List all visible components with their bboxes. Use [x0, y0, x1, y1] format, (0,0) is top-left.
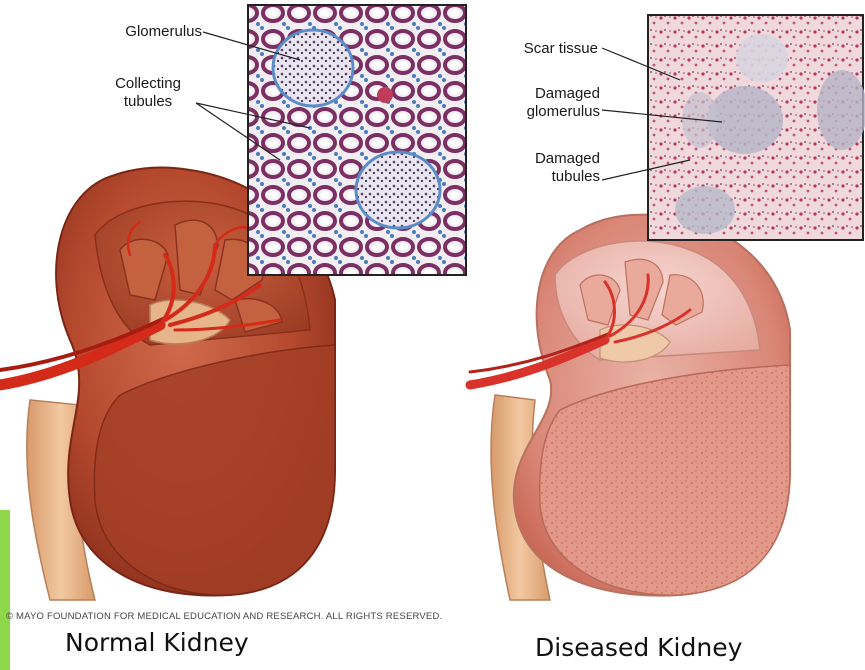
diseased-kidney [470, 215, 790, 600]
damaged-tubules-label-line2: tubules [470, 168, 600, 185]
normal-histology-inset [248, 5, 466, 275]
collecting-tubules-label-line1: Collecting [98, 75, 198, 92]
scar-tissue-label: Scar tissue [470, 40, 598, 57]
copyright-notice: © MAYO FOUNDATION FOR MEDICAL EDUCATION … [6, 611, 442, 622]
normal-glomerulus-2 [356, 152, 440, 228]
damaged-glomerulus-label-line1: Damaged [470, 85, 600, 102]
normal-kidney-caption: Normal Kidney [65, 628, 249, 657]
diseased-histology-inset [648, 15, 865, 240]
normal-glomerulus-1 [273, 30, 353, 106]
damaged-glomerulus [707, 86, 783, 154]
damaged-tubules-label-line1: Damaged [470, 150, 600, 167]
damaged-glomerulus-label-line2: glomerulus [470, 103, 600, 120]
glomerulus-label: Glomerulus [60, 23, 202, 40]
diseased-kidney-caption: Diseased Kidney [535, 633, 742, 662]
collecting-tubules-label-line2: tubules [98, 93, 198, 110]
